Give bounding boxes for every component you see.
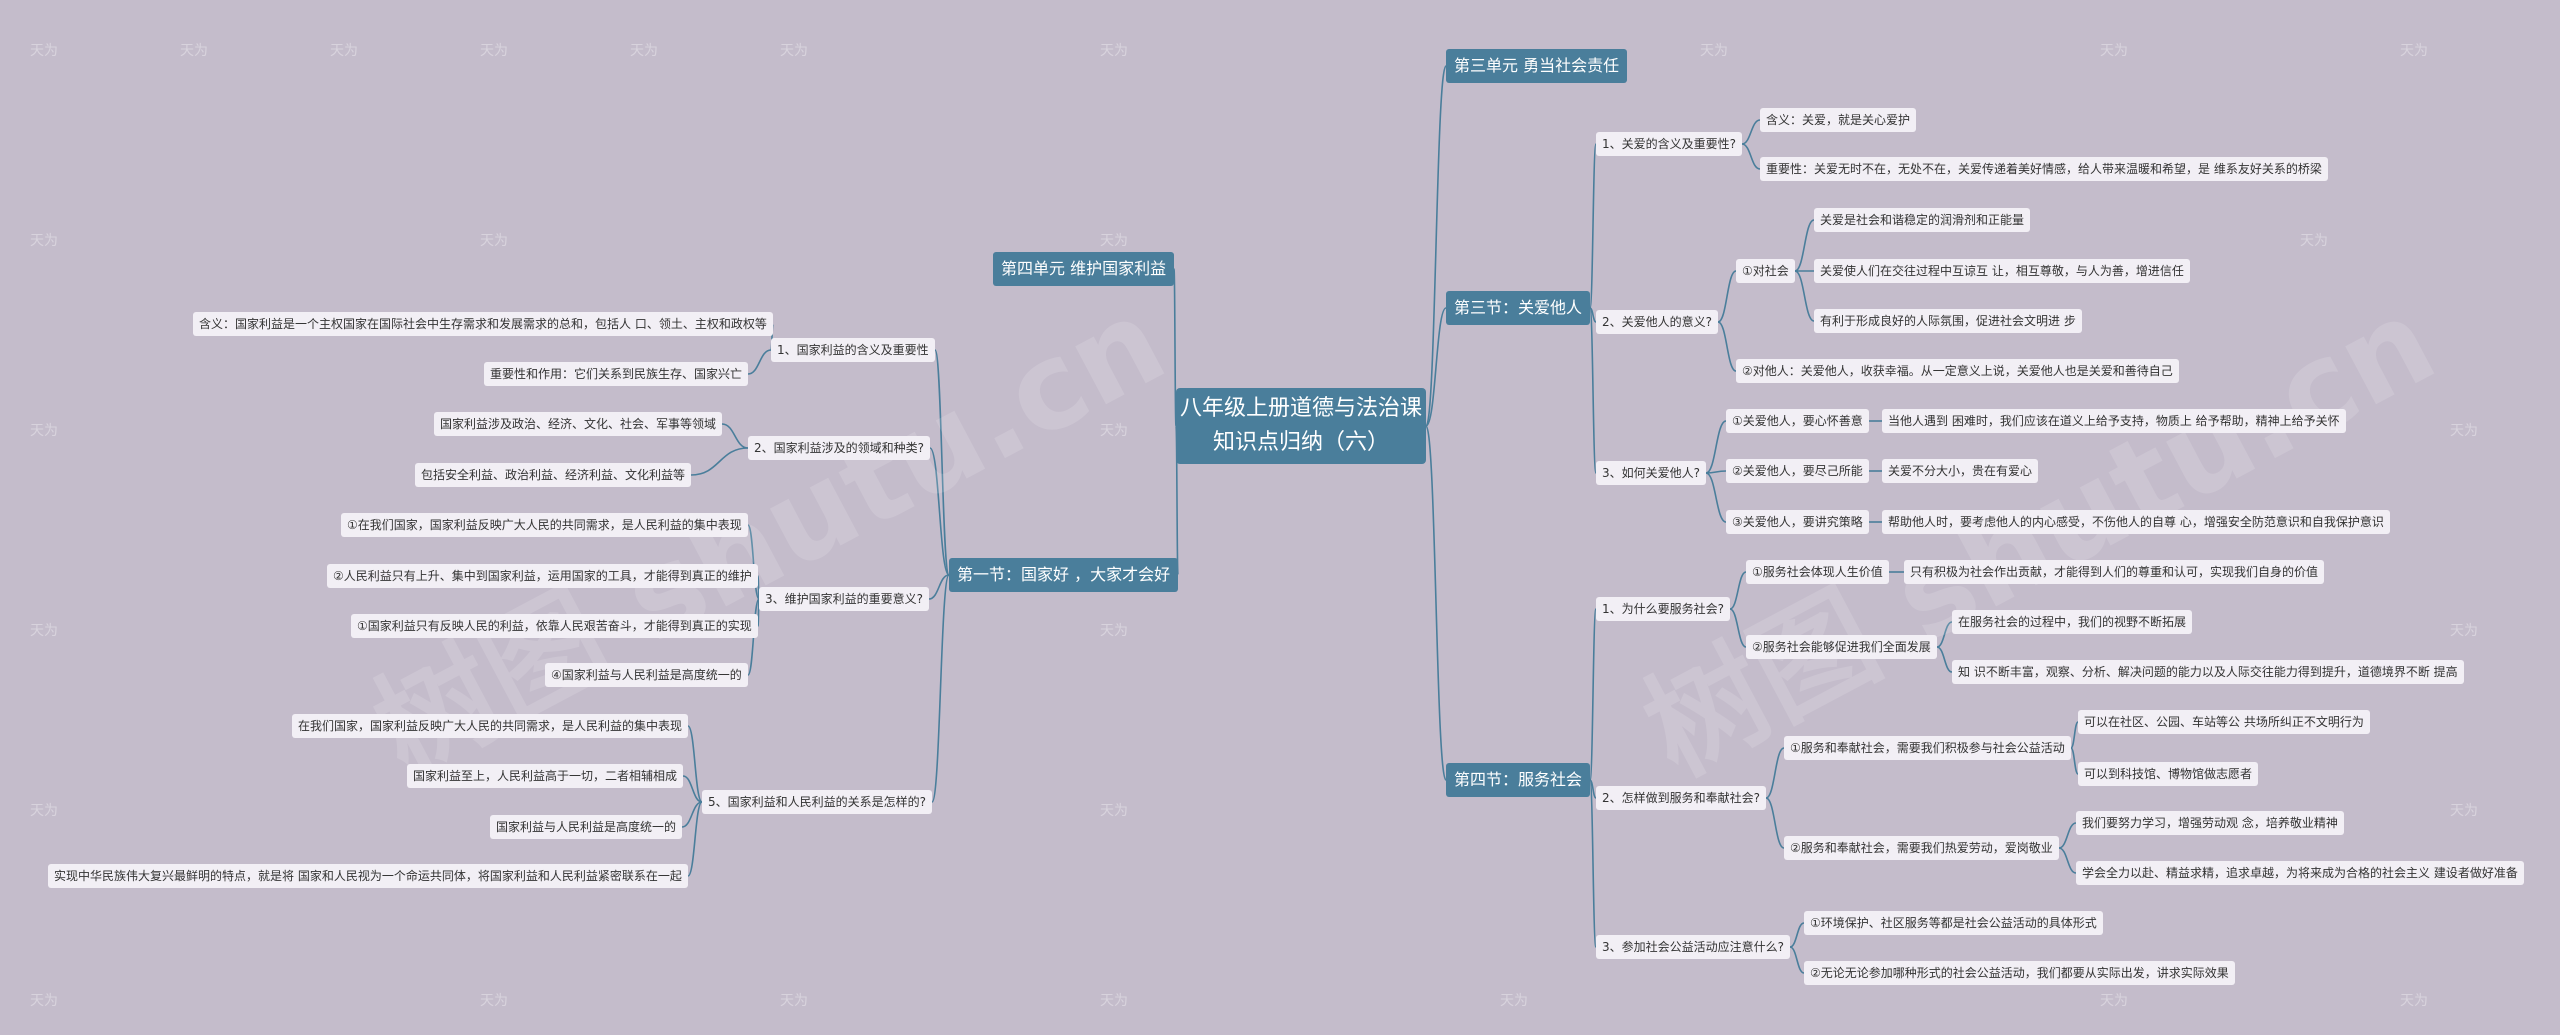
- connector-line: [928, 574, 950, 600]
- leaf-node[interactable]: 重要性和作用：它们关系到民族生存、国家兴亡: [484, 362, 749, 386]
- branch-best-effort[interactable]: ②关爱他人，要尽己所能: [1726, 459, 1869, 483]
- branch-kindness[interactable]: ①关爱他人，要心怀善意: [1726, 409, 1869, 433]
- connector-line: [1789, 922, 1805, 948]
- connector-line: [2070, 721, 2079, 749]
- section3-topic[interactable]: 第三节：关爱他人: [1446, 291, 1591, 325]
- branch-care-meaning[interactable]: 1、关爱的含义及重要性?: [1596, 132, 1743, 156]
- connector-line: [682, 775, 703, 803]
- leaf-node[interactable]: 含义：国家利益是一个主权国家在国际社会中生存需求和发展需求的总和，包括人 口、领…: [193, 312, 773, 336]
- branch-national-interest-meaning[interactable]: 1、国家利益的含义及重要性: [771, 338, 935, 362]
- unit4-topic[interactable]: 第四单元 维护国家利益: [993, 252, 1175, 286]
- connector-line: [2070, 747, 2079, 775]
- connector-line: [1765, 797, 1785, 849]
- connector-line: [934, 349, 950, 576]
- connector-line: [1173, 268, 1177, 427]
- leaf-node[interactable]: 我们要努力学习，增强劳动观 念，培养敬业精神: [2076, 811, 2344, 835]
- connector-line: [1717, 321, 1737, 372]
- connector-line: [1729, 608, 1747, 648]
- connector-line: [1705, 472, 1727, 523]
- connector-line: [2058, 847, 2077, 874]
- connector-line: [2058, 822, 2077, 849]
- leaf-node[interactable]: ④国家利益与人民利益是高度统一的: [545, 663, 748, 687]
- leaf-node[interactable]: 实现中华民族伟大复兴最鲜明的特点，就是将 国家和人民视为一个命运共同体，将国家利…: [48, 864, 688, 888]
- leaf-node[interactable]: 在服务社会的过程中，我们的视野不断拓展: [1952, 610, 2193, 634]
- connector-line: [931, 574, 950, 803]
- branch-love-labor[interactable]: ②服务和奉献社会，需要我们热爱劳动，爱岗敬业: [1784, 836, 2059, 860]
- connector-line: [1589, 779, 1597, 948]
- connector-line: [1936, 621, 1953, 648]
- connector-line: [1794, 270, 1815, 322]
- branch-strategy[interactable]: ③关爱他人，要讲究策略: [1726, 510, 1869, 534]
- leaf-node[interactable]: ①在我们国家，国家利益反映广大人民的共同需求，是人民利益的集中表现: [341, 513, 748, 537]
- connector-line: [1765, 747, 1785, 799]
- connector-line: [1794, 219, 1815, 272]
- leaf-node[interactable]: 只有积极为社会作出贡献，才能得到人们的尊重和认可，实现我们自身的价值: [1904, 560, 2325, 584]
- leaf-node[interactable]: 可以到科技馆、博物馆做志愿者: [2078, 762, 2259, 786]
- connector-line: [1717, 270, 1737, 323]
- leaf-node[interactable]: 关爱不分大小，贵在有爱心: [1882, 459, 2039, 483]
- branch-national-interest-domains[interactable]: 2、国家利益涉及的领域和种类?: [748, 436, 931, 460]
- leaf-node[interactable]: ①国家利益只有反映人民的利益，依靠人民艰苦奋斗，才能得到真正的实现: [351, 614, 758, 638]
- branch-how-to-serve[interactable]: 2、怎样做到服务和奉献社会?: [1596, 786, 1767, 810]
- connector-line: [681, 801, 703, 828]
- connector-line: [1729, 571, 1747, 610]
- leaf-node[interactable]: 可以在社区、公园、车站等公 共场所纠正不文明行为: [2078, 710, 2370, 734]
- branch-life-value[interactable]: ①服务社会体现人生价值: [1746, 560, 1889, 584]
- leaf-node[interactable]: ②人民利益只有上升、集中到国家利益，运用国家的工具，才能得到真正的维护: [327, 564, 758, 588]
- leaf-node[interactable]: ①环境保护、社区服务等都是社会公益活动的具体形式: [1804, 911, 2103, 935]
- connector-line: [1425, 425, 1447, 781]
- central-topic[interactable]: 八年级上册道德与法治课 知识点归纳（六）: [1176, 388, 1426, 464]
- branch-public-welfare[interactable]: ①服务和奉献社会，需要我们积极参与社会公益活动: [1784, 736, 2071, 760]
- connector-line: [1425, 307, 1447, 427]
- connector-line: [747, 524, 760, 600]
- connector-line: [929, 447, 950, 576]
- leaf-node[interactable]: 当他人遇到 困难时，我们应该在道义上给予支持，物质上 给予帮助，精神上给予关怀: [1882, 409, 2346, 433]
- branch-all-round-development[interactable]: ②服务社会能够促进我们全面发展: [1746, 635, 1937, 659]
- section1-topic[interactable]: 第一节：国家好 ，大家才会好: [949, 558, 1179, 592]
- branch-how-to-care[interactable]: 3、如何关爱他人?: [1596, 461, 1707, 485]
- connector-line: [1936, 646, 1953, 673]
- leaf-node[interactable]: 国家利益与人民利益是高度统一的: [490, 815, 683, 839]
- branch-for-society[interactable]: ①对社会: [1736, 259, 1795, 283]
- unit3-topic[interactable]: 第三单元 勇当社会责任: [1446, 49, 1628, 83]
- leaf-node[interactable]: 国家利益涉及政治、经济、文化、社会、军事等领域: [434, 412, 723, 436]
- branch-care-significance[interactable]: 2、关爱他人的意义?: [1596, 310, 1719, 334]
- connector-line: [687, 725, 703, 803]
- leaf-node[interactable]: 含义：关爱，就是关心爱护: [1760, 108, 1917, 132]
- branch-significance[interactable]: 3、维护国家利益的重要意义?: [759, 587, 930, 611]
- connector-line: [747, 349, 772, 375]
- central-topic-line2: 知识点归纳（六）: [1212, 430, 1389, 455]
- leaf-node[interactable]: 在我们国家，国家利益反映广大人民的共同需求，是人民利益的集中表现: [292, 714, 689, 738]
- leaf-node[interactable]: ②对他人：关爱他人，收获幸福。从一定意义上说，关爱他人也是关爱和善待自己: [1736, 359, 2179, 383]
- connector-line: [690, 447, 749, 476]
- leaf-node[interactable]: 国家利益至上，人民利益高于一切，二者相辅相成: [407, 764, 684, 788]
- connector-line: [1741, 119, 1761, 145]
- leaf-node[interactable]: ②无论无论参加哪种形式的社会公益活动，我们都要从实际出发，讲求实际效果: [1804, 961, 2235, 985]
- connector-line: [1589, 307, 1597, 474]
- leaf-node[interactable]: 关爱使人们在交往过程中互谅互 让，相互尊敬，与人为善，增进信任: [1814, 259, 2190, 283]
- connector-line: [1705, 420, 1727, 474]
- leaf-node[interactable]: 包括安全利益、政治利益、经济利益、文化利益等: [415, 463, 692, 487]
- branch-notes[interactable]: 3、参加社会公益活动应注意什么?: [1596, 935, 1791, 959]
- connector-line: [1741, 143, 1761, 170]
- connector-line: [1589, 608, 1597, 781]
- connector-line: [687, 801, 703, 877]
- section4-topic[interactable]: 第四节：服务社会: [1446, 763, 1591, 797]
- connector-line: [1589, 143, 1597, 309]
- branch-relationship[interactable]: 5、国家利益和人民利益的关系是怎样的?: [702, 790, 933, 814]
- leaf-node[interactable]: 关爱是社会和谐稳定的润滑剂和正能量: [1814, 208, 2031, 232]
- connector-line: [1789, 946, 1805, 974]
- connector-line: [721, 423, 749, 449]
- branch-why-serve[interactable]: 1、为什么要服务社会?: [1596, 597, 1731, 621]
- connector-line: [1425, 65, 1447, 427]
- leaf-node[interactable]: 重要性：关爱无时不在，无处不在，关爱传递着美好情感，给人带来温暖和希望，是 维系…: [1760, 157, 2328, 181]
- central-topic-line1: 八年级上册道德与法治课: [1179, 396, 1422, 421]
- leaf-node[interactable]: 有利于形成良好的人际氛围，促进社会文明进 步: [1814, 309, 2082, 333]
- leaf-node[interactable]: 知 识不断丰富，观察、分析、解决问题的能力以及人际交往能力得到提升，道德境界不断…: [1952, 660, 2464, 684]
- leaf-node[interactable]: 帮助他人时，要考虑他人的内心感受，不伤他人的自尊 心，增强安全防范意识和自我保护…: [1882, 510, 2390, 534]
- leaf-node[interactable]: 学会全力以赴、精益求精，追求卓越，为将来成为合格的社会主义 建设者做好准备: [2076, 861, 2524, 885]
